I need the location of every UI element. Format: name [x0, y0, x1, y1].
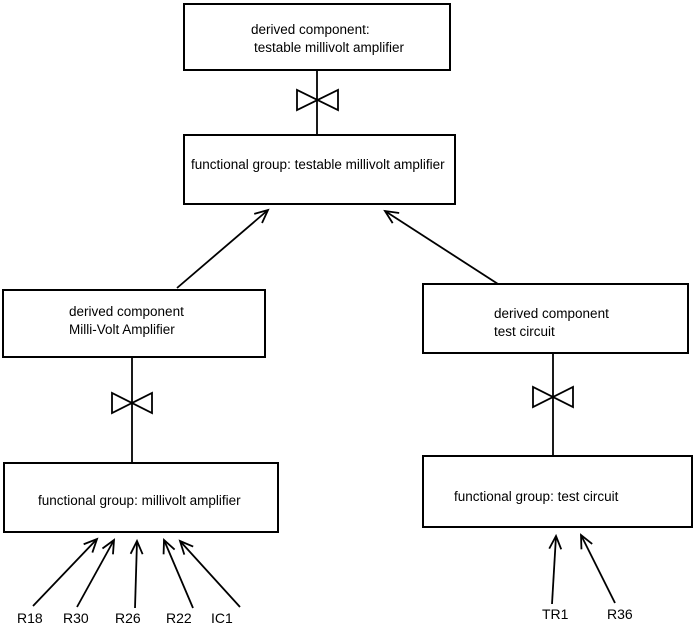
arrow-derived-mva-to-fg-testable: [176, 208, 270, 289]
component-label-r26: R26: [115, 610, 141, 626]
node-label-line1: derived component:: [251, 22, 370, 37]
node-label-line1: derived component: [69, 304, 184, 319]
node-derived-component-milli-volt-amplifier: derived component Milli-Volt Amplifier: [2, 289, 266, 358]
node-label-line1: derived component: [494, 306, 609, 321]
arrow-r26-to-fg-mva: [129, 538, 144, 609]
component-label-r18: R18: [17, 610, 43, 626]
component-label-ic1: IC1: [211, 610, 233, 626]
node-functional-group-test-circuit: functional group: test circuit: [422, 455, 693, 528]
node-derived-component-test-circuit: derived component test circuit: [422, 283, 689, 354]
arrow-derived-test-to-fg-testable: [383, 209, 499, 285]
node-label-line2: testable millivolt amplifier: [254, 40, 405, 55]
arrow-r18-to-fg-mva: [32, 537, 99, 607]
component-label-r36: R36: [607, 606, 633, 622]
node-label-line2: Milli-Volt Amplifier: [69, 322, 175, 337]
arrow-ic1-to-fg-mva: [178, 539, 241, 608]
component-label-r22: R22: [166, 610, 192, 626]
bowtie-icon: [296, 88, 339, 112]
arrow-r36-to-fg-test: [580, 533, 616, 604]
node-label: functional group: test circuit: [454, 489, 619, 504]
node-label: functional group: testable millivolt amp…: [191, 157, 445, 172]
node-label-line2: test circuit: [494, 324, 555, 339]
node-functional-group-mv-amplifier: functional group: millivolt amplifier: [3, 462, 279, 533]
component-label-tr1: TR1: [542, 606, 569, 622]
node-label: functional group: millivolt amplifier: [38, 493, 241, 508]
node-functional-group-testable-mv-amplifier: functional group: testable millivolt amp…: [183, 134, 456, 205]
node-derived-component-testable-mv-amplifier: derived component: testable millivolt am…: [183, 3, 451, 71]
component-label-r30: R30: [63, 610, 89, 626]
arrow-r30-to-fg-mva: [76, 538, 116, 608]
bowtie-icon: [111, 391, 153, 415]
arrow-tr1-to-fg-test: [548, 533, 563, 605]
bowtie-icon: [532, 385, 574, 409]
arrow-r22-to-fg-mva: [162, 538, 194, 609]
